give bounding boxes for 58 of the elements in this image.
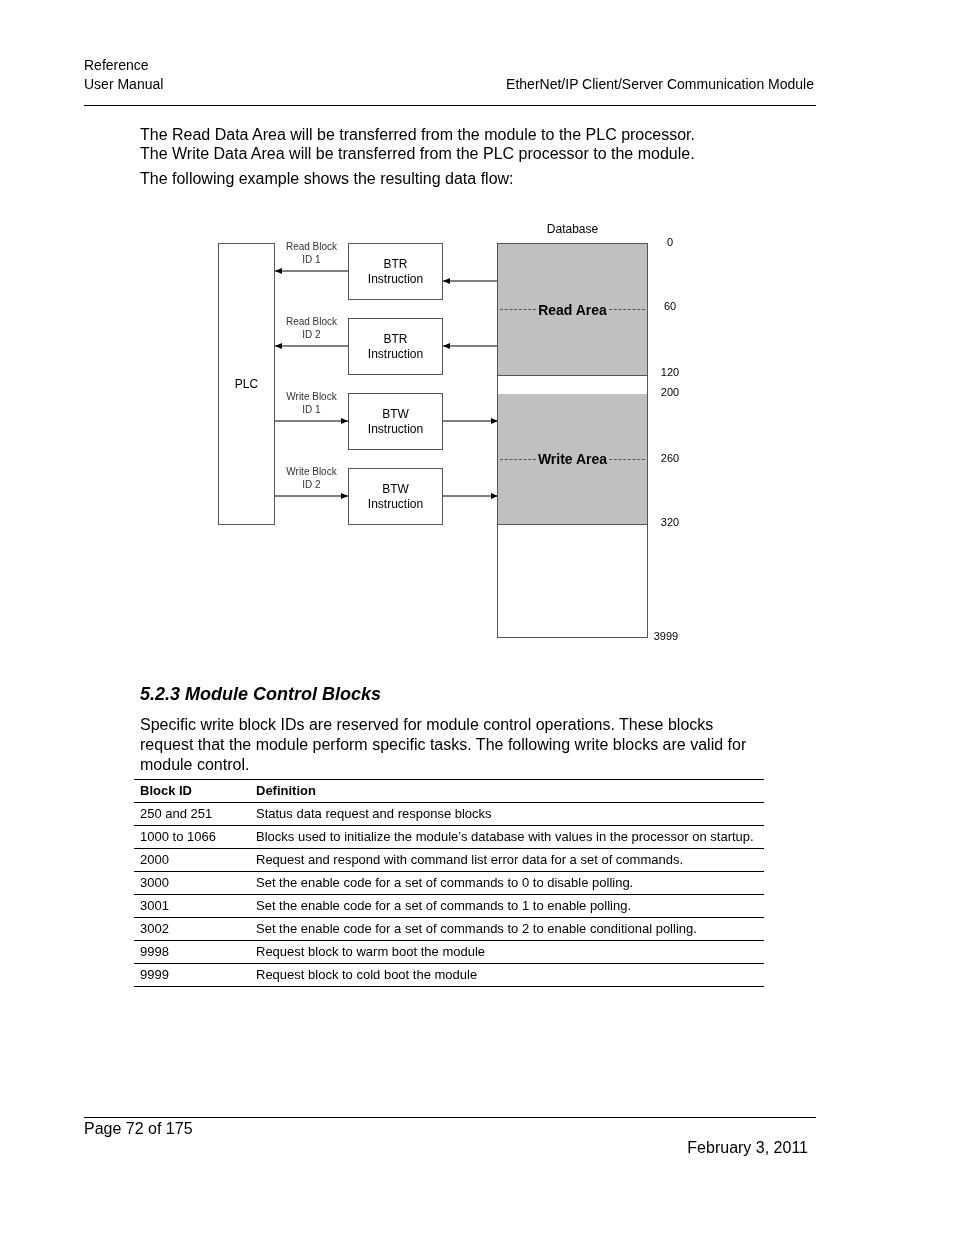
instruction-box	[348, 243, 443, 300]
arrow	[442, 418, 499, 424]
area-label: Read Area	[538, 301, 607, 318]
header-text: User Manual	[84, 76, 165, 92]
table-cell: Request block to warm boot the module	[250, 940, 764, 964]
body-text: The Read Data Area will be transferred from the module to the PLC processor.	[140, 126, 696, 144]
address-number: 120	[659, 366, 681, 378]
arrow	[274, 268, 349, 274]
instruction-box	[348, 393, 443, 450]
table-cell: 1000 to 1066	[134, 825, 250, 849]
header-text: EtherNet/IP Client/Server Communication Module	[505, 76, 814, 92]
body-text: The Write Data Area will be transferred from the PLC processor to the module.	[140, 145, 696, 163]
table-cell: 9999	[134, 963, 250, 987]
write-area	[498, 394, 647, 525]
table-cell: Set the enable code for a set of commands to 0 to disable polling.	[250, 871, 764, 895]
instruction-box	[348, 318, 443, 375]
node-label: BTR Instruction	[366, 331, 425, 362]
footer-text: Page 72 of 175	[84, 1120, 194, 1138]
node-label: PLC	[233, 376, 260, 392]
table-cell: 250 and 251	[134, 802, 250, 826]
table-cell: Request and respond with command list error data for a set of commands.	[250, 848, 764, 872]
header-text: Reference	[84, 57, 150, 73]
footer-text: February 3, 2011	[686, 1139, 808, 1157]
table-cell: Set the enable code for a set of commands to 1 to enable polling.	[250, 894, 764, 918]
address-number: 260	[659, 452, 681, 464]
column-header: Block ID	[134, 779, 250, 803]
table-cell: 3001	[134, 894, 250, 918]
read-area	[498, 244, 647, 376]
body-text: The following example shows the resulting data flow:	[140, 170, 515, 188]
plc-box	[218, 243, 275, 525]
table-cell: Set the enable code for a set of commands to 2 to enable conditional polling.	[250, 917, 764, 941]
body-text: Specific write block IDs are reserved for module control operations. These blocks request that the module perform specific tasks. The following write blocks are valid for module control.	[140, 715, 748, 775]
arrow	[274, 493, 349, 499]
arrow	[442, 278, 499, 284]
area-label: Write Area	[537, 451, 608, 467]
table-cell: Request block to cold boot the module	[250, 963, 764, 987]
database-heading: Database	[545, 221, 600, 237]
arrow	[274, 343, 349, 349]
address-number: 320	[659, 516, 681, 528]
node-label: BTW Instruction	[366, 481, 425, 512]
arrow	[442, 343, 499, 349]
table-cell: 3000	[134, 871, 250, 895]
node-label: BTR Instruction	[366, 256, 425, 287]
arrow	[274, 418, 349, 424]
address-number: 0	[665, 236, 675, 248]
address-number: 60	[662, 300, 678, 312]
table-cell: 2000	[134, 848, 250, 872]
instruction-box	[348, 468, 443, 525]
table-cell: Blocks used to initialize the module’s database with values in the processor on startup.	[250, 825, 764, 849]
address-number: 3999	[652, 630, 680, 642]
node-label: BTW Instruction	[366, 406, 425, 437]
arrow	[442, 493, 499, 499]
column-header: Definition	[250, 779, 764, 803]
table-cell: 9998	[134, 940, 250, 964]
address-number: 200	[659, 386, 681, 398]
table-cell: 3002	[134, 917, 250, 941]
table-cell: Status data request and response blocks	[250, 802, 764, 826]
section-heading: 5.2.3 Module Control Blocks	[140, 684, 383, 705]
